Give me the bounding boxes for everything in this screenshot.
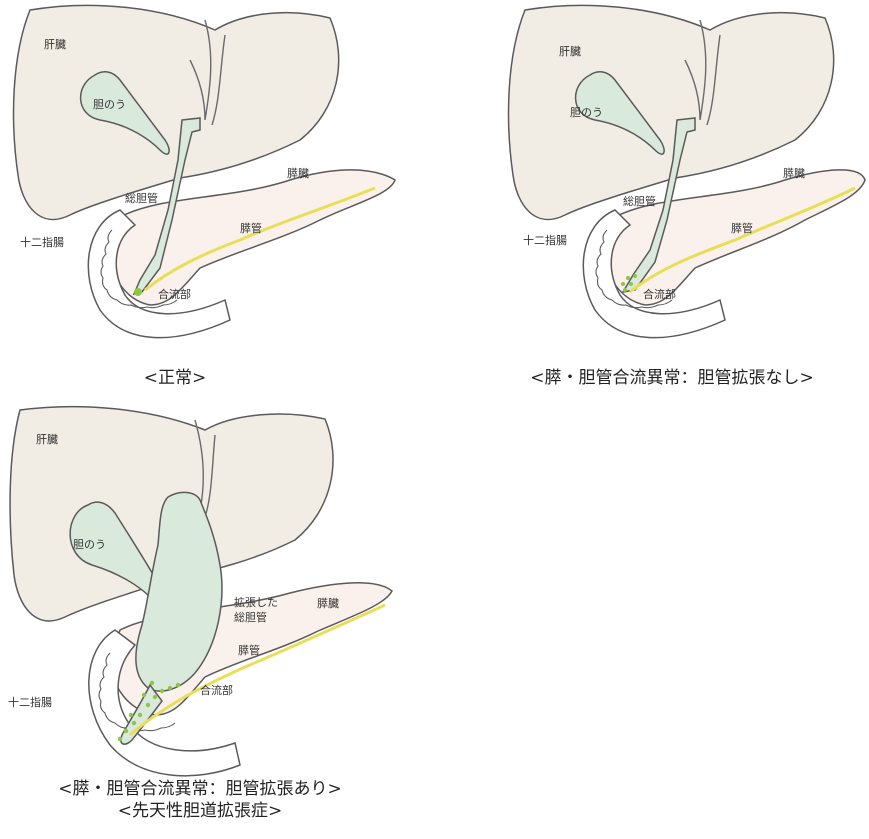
caption-dilation: <膵・胆管合流異常：胆管拡張あり> <先天性胆道拡張症> <box>0 778 400 822</box>
liver-label: 肝臓 <box>44 38 66 51</box>
junction-dot <box>633 274 637 278</box>
caption-line: <膵・胆管合流異常：胆管拡張あり> <box>0 778 400 800</box>
pancreatic-duct-label: 膵管 <box>238 643 260 657</box>
common-bile-duct-label: 総胆管 <box>623 194 656 208</box>
gallbladder-label: 胆のう <box>73 538 106 551</box>
diagram-no-dilation: 肝臓 胆のう 総胆管 膵臓 膵管 十二指腸 合流部 <box>495 0 869 345</box>
junction-dot <box>118 737 122 741</box>
panel-no-dilation: 肝臓 胆のう 総胆管 膵臓 膵管 十二指腸 合流部 <膵・胆管合流異常：胆管拡張… <box>495 0 869 390</box>
panel-normal: 肝臓 胆のう 総胆管 膵臓 膵管 十二指腸 合流部 <正常> <box>0 0 350 390</box>
junction-label: 合流部 <box>158 287 191 301</box>
junction-label: 合流部 <box>643 287 676 301</box>
junction-dot <box>124 729 128 733</box>
junction-dot <box>629 282 633 286</box>
pancreatic-duct-label: 膵管 <box>731 221 753 235</box>
junction-dot <box>146 703 150 707</box>
pancreas-label: 膵臓 <box>783 167 805 180</box>
pancreatic-duct-label: 膵管 <box>240 221 262 235</box>
junction-dot <box>621 282 625 286</box>
panel-dilation: 肝臓 胆のう 拡張した 総胆管 膵臓 膵管 十二指腸 合流部 <膵・胆管合流異常… <box>0 405 400 839</box>
liver-label: 肝臓 <box>36 433 58 446</box>
caption-line: <膵・胆管合流異常：胆管拡張なし> <box>530 368 814 388</box>
duodenum-label: 十二指腸 <box>20 235 64 249</box>
junction-dot <box>626 276 630 280</box>
caption-normal: <正常> <box>0 363 350 388</box>
junction-point <box>134 288 142 296</box>
junction-dot <box>142 693 146 697</box>
junction-dot <box>138 713 142 717</box>
caption-no-dilation: <膵・胆管合流異常：胆管拡張なし> <box>485 363 859 388</box>
gallbladder-label: 胆のう <box>93 98 126 111</box>
pancreas-label: 膵臓 <box>287 167 309 180</box>
common-bile-duct-label: 総胆管 <box>125 191 158 205</box>
dilated-bile-duct-label-line2: 総胆管 <box>234 610 267 624</box>
junction-dot <box>160 689 164 693</box>
junction-dot <box>176 683 180 687</box>
caption-line: <正常> <box>144 368 207 388</box>
junction-dot <box>153 695 157 699</box>
duodenum-label: 十二指腸 <box>523 233 567 247</box>
liver-label: 肝臓 <box>559 45 581 58</box>
dilated-bile-duct-label-line1: 拡張した <box>234 595 278 609</box>
junction-label: 合流部 <box>200 683 233 697</box>
junction-dot <box>129 713 133 717</box>
junction-dot <box>132 721 136 725</box>
duodenum-label: 十二指腸 <box>8 695 52 709</box>
gallbladder-label: 胆のう <box>570 106 603 119</box>
junction-dot <box>168 686 172 690</box>
diagram-normal: 肝臓 胆のう 総胆管 膵臓 膵管 十二指腸 合流部 <box>0 0 350 345</box>
pancreas-label: 膵臓 <box>317 597 339 610</box>
junction-dot <box>623 288 627 292</box>
diagram-dilation: 肝臓 胆のう 拡張した 総胆管 膵臓 膵管 十二指腸 合流部 <box>0 405 400 750</box>
caption-line: <先天性胆道拡張症> <box>0 800 400 822</box>
junction-dot <box>150 681 154 685</box>
